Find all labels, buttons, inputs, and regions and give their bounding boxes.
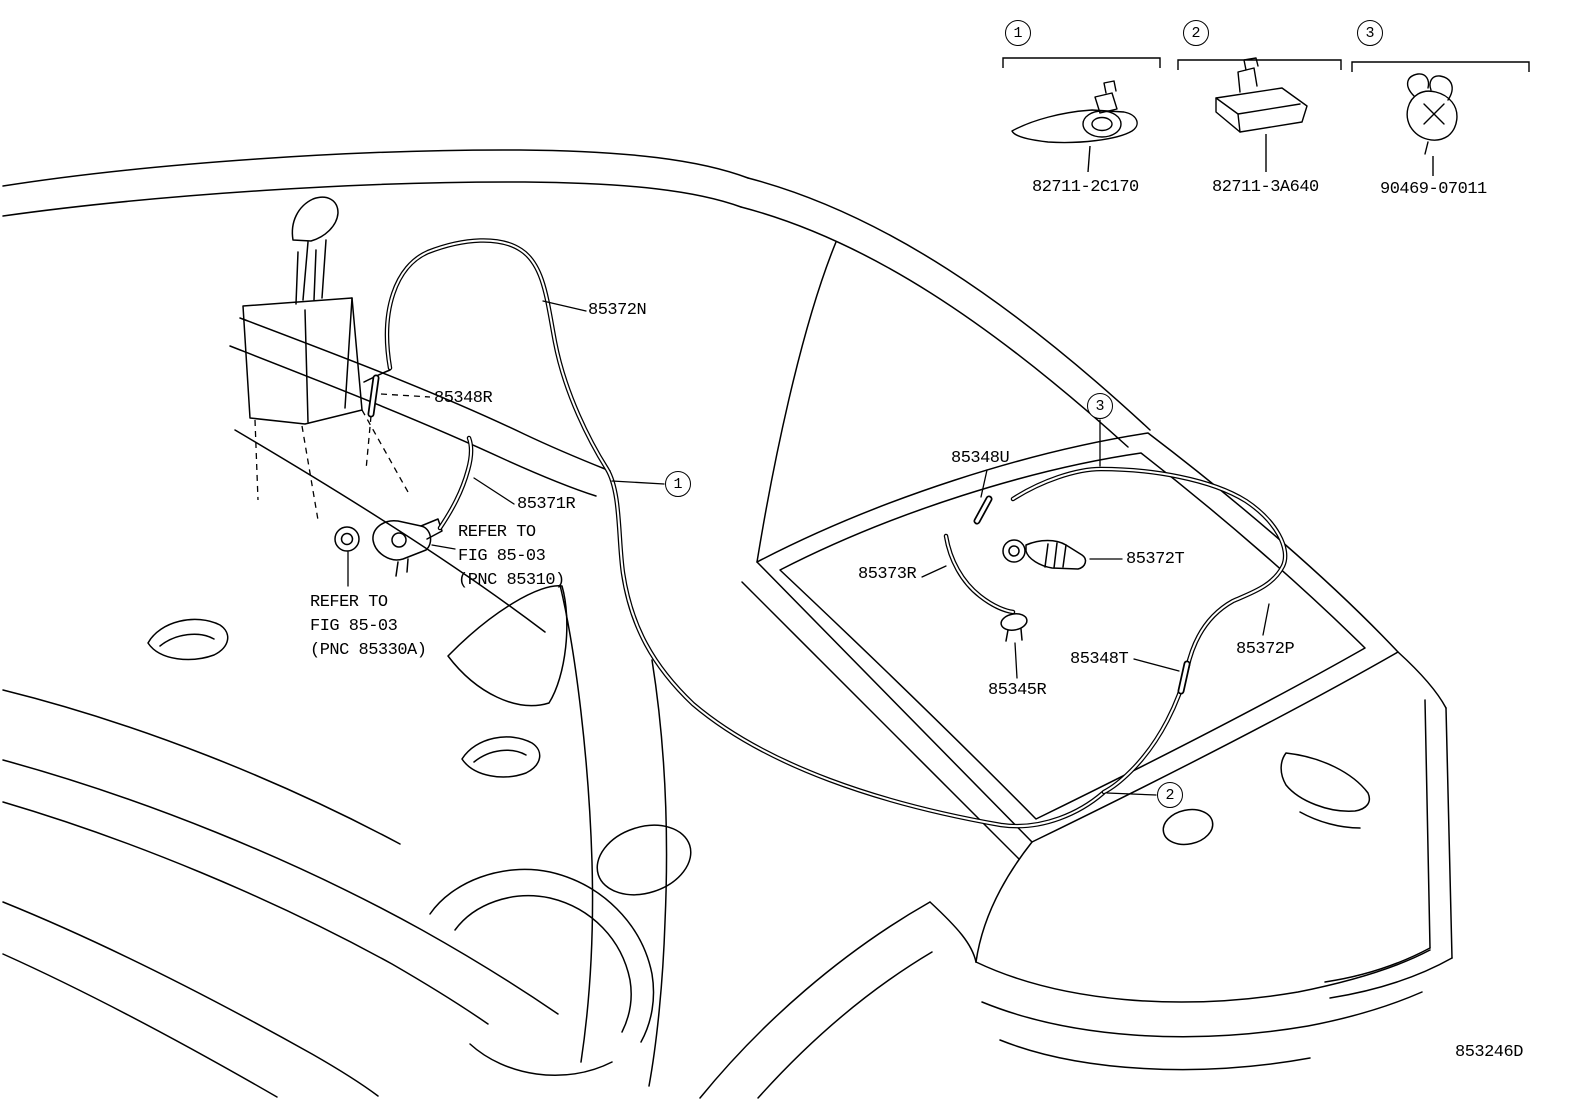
figure-code: 853246D [1455,1043,1523,1062]
refer-note-grommet: REFER TO FIG 85-03 (PNC 85330A) [310,593,427,660]
part-label-85348T: 85348T [1070,650,1129,669]
washer-tank-assembly [242,196,443,577]
callout-brackets [1002,57,1530,176]
hidden-lines [254,393,431,521]
part-label-85348R: 85348R [434,389,493,408]
part-label-85348U: 85348U [951,449,1010,468]
part-label-85372P: 85372P [1236,640,1295,659]
clip-marker-1: 1 [665,471,691,497]
clip-marker-2: 2 [1157,782,1183,808]
car-outline [2,149,1453,1099]
part-label-85371R: 85371R [517,495,576,514]
rear-nozzle-assembly [1000,539,1087,642]
callout-3-number: 3 [1357,20,1383,46]
grommet-85345R-part [1000,613,1028,631]
clip-3-illustration [1406,73,1458,155]
part-label-85373R: 85373R [858,565,917,584]
clip-2-illustration [1215,57,1308,133]
callout-2-number: 2 [1183,20,1209,46]
callout-3-part-number: 90469-07011 [1380,180,1487,199]
refer-note-pump: REFER TO FIG 85-03 (PNC 85310) [458,523,565,590]
callout-1-part-number: 82711-2C170 [1032,178,1139,197]
part-label-85372T: 85372T [1126,550,1185,569]
leader-lines [347,300,1270,796]
washer-hoses [367,238,1288,829]
clip-1-illustration [1011,80,1138,144]
callout-2-part-number: 82711-3A640 [1212,178,1319,197]
callout-1-number: 1 [1005,20,1031,46]
clip-illustrations [1011,57,1458,155]
clip-marker-3: 3 [1087,393,1113,419]
part-label-85372N: 85372N [588,301,647,320]
part-label-85345R: 85345R [988,681,1047,700]
